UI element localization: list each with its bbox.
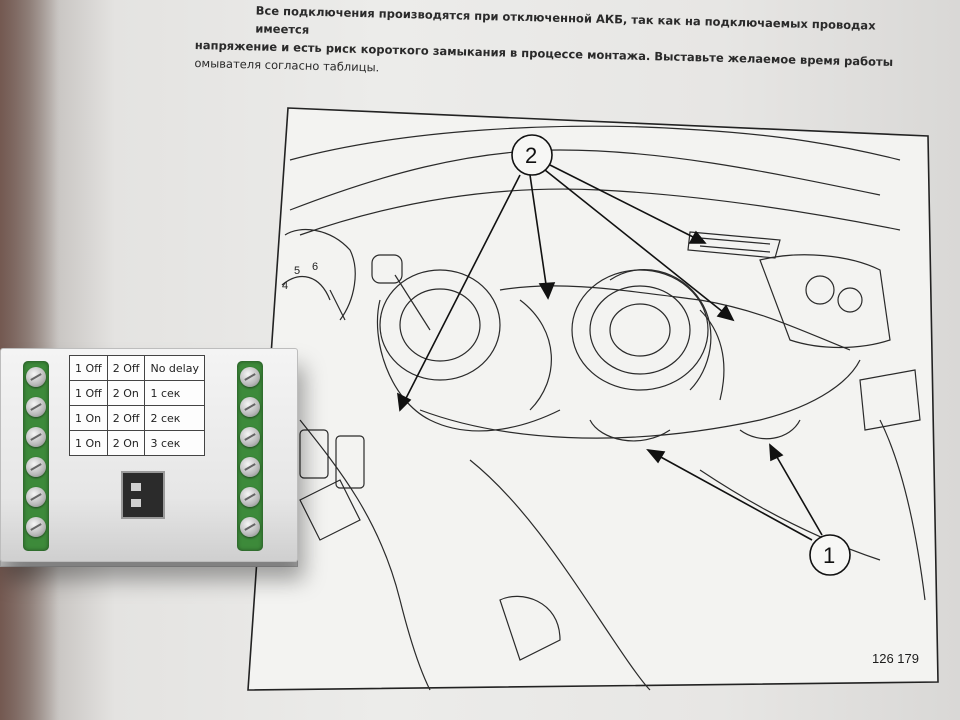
left-terminal-block — [23, 361, 49, 551]
delay-table-cell: 2 On — [106, 380, 146, 406]
callout-1-arrows — [646, 443, 823, 541]
delay-table-cell: 1 On — [69, 430, 108, 456]
delay-table-cell: 1 Off — [69, 355, 108, 381]
delay-table-cell: No delay — [144, 355, 205, 381]
screw-icon — [26, 367, 46, 387]
diagram-frame — [247, 107, 939, 691]
right-terminal-block — [237, 361, 263, 551]
gauge-number-6: 6 — [312, 261, 318, 273]
screw-icon — [26, 397, 46, 417]
dip-switch-lever — [131, 499, 141, 507]
screw-icon — [26, 427, 46, 447]
delay-table-cell: 2 Off — [106, 355, 146, 381]
delay-table-cell: 2 On — [106, 430, 146, 456]
callout-2-circle — [511, 134, 553, 176]
dip-switch-lever — [131, 483, 141, 491]
gauge-number-5: 5 — [294, 265, 300, 277]
screw-icon — [26, 517, 46, 537]
figure-number: 126 179 — [872, 651, 919, 666]
screw-icon — [240, 487, 260, 507]
callout-2-arrows — [397, 164, 735, 412]
screw-icon — [26, 487, 46, 507]
delay-table-cell: 2 Off — [106, 405, 146, 431]
delay-table-cell: 1 Off — [69, 380, 108, 406]
callout-1-label: 1 — [823, 543, 835, 568]
screw-icon — [240, 397, 260, 417]
dashboard-lines — [281, 125, 926, 691]
screw-icon — [240, 457, 260, 477]
delay-table-cell: 3 сек — [144, 430, 205, 456]
delay-table-cell: 2 сек — [144, 405, 205, 431]
callout-2-label: 2 — [525, 143, 537, 168]
screw-icon — [240, 517, 260, 537]
callout-1-circle — [809, 534, 851, 576]
screw-icon — [240, 367, 260, 387]
screw-icon — [26, 457, 46, 477]
gauge-number-4: 4 — [282, 280, 288, 292]
delay-table-cell: 1 On — [69, 405, 108, 431]
screw-icon — [240, 427, 260, 447]
delay-table-cell: 1 сек — [144, 380, 205, 406]
dip-switch — [121, 471, 165, 519]
